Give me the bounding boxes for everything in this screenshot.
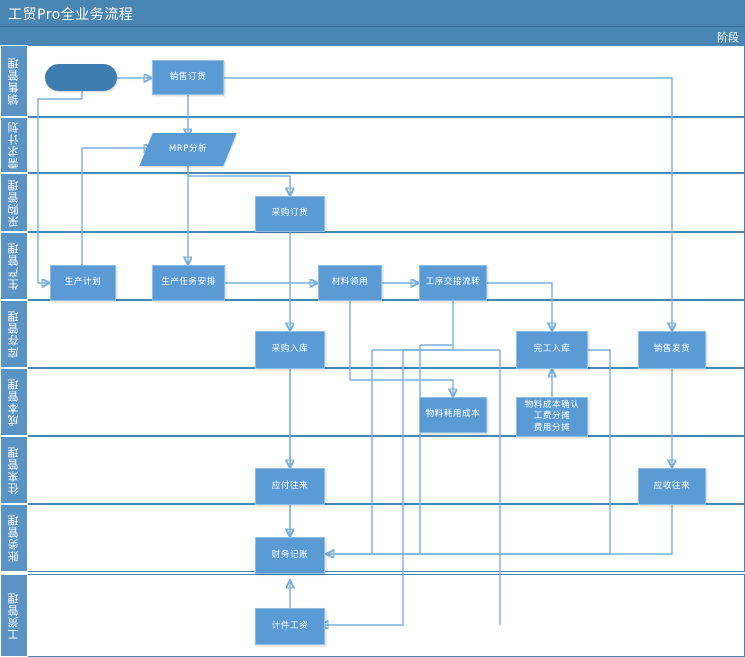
- node-material-consumption-cost[interactable]: 物料耗用成本: [419, 397, 487, 433]
- node-label: 工序交接流转: [425, 277, 481, 288]
- node-start[interactable]: [45, 64, 117, 91]
- phase-bar: 阶段: [0, 27, 745, 45]
- title-bar: 工贸Pro全业务流程: [0, 0, 745, 27]
- lane-inventory: 库存管理: [0, 300, 745, 368]
- node-label: 销售发货: [653, 344, 691, 355]
- lane-finance: 账务管理: [0, 504, 745, 572]
- lane-label: 销售管理: [7, 57, 20, 105]
- lane-label: 账务管理: [7, 514, 20, 562]
- node-accounts-payable[interactable]: 应付往来: [255, 468, 325, 505]
- lane-label: 工资管理: [7, 591, 20, 640]
- node-sales-shipment[interactable]: 销售发货: [638, 331, 706, 369]
- lane-header-cost[interactable]: 成本管理: [0, 368, 28, 436]
- lane-payroll: 工资管理: [0, 574, 745, 657]
- lane-body-purchase: [28, 173, 745, 232]
- lane-header-inventory[interactable]: 库存管理: [0, 300, 28, 368]
- node-label: MRP分析: [168, 143, 208, 154]
- lane-label: 生产管理: [7, 242, 20, 290]
- lane-body-sales: [28, 45, 745, 117]
- node-purchase-receipt[interactable]: 采购入库: [255, 331, 325, 369]
- node-cost-allocation[interactable]: 物料成本确认 工费分摊 费用分摊: [516, 397, 588, 437]
- node-sales-order[interactable]: 销售订货: [152, 60, 224, 95]
- lane-body-payroll: [28, 574, 745, 657]
- node-piece-rate-wage[interactable]: 计件工资: [255, 608, 325, 645]
- node-label: 应收往来: [653, 480, 691, 491]
- node-label: 采购入库: [271, 344, 309, 355]
- node-purchase-order[interactable]: 采购订货: [255, 196, 325, 232]
- lane-body-cost: [28, 368, 745, 436]
- lane-header-demand[interactable]: 需求计划: [0, 117, 28, 173]
- node-label: 销售订货: [169, 71, 207, 82]
- node-material-issue[interactable]: 材料领用: [318, 265, 382, 301]
- lane-label: 成本管理: [7, 378, 20, 426]
- node-accounts-receivable[interactable]: 应收往来: [638, 468, 706, 505]
- node-mrp-analysis[interactable]: MRP分析: [139, 133, 237, 166]
- node-label: 生产任务安排: [161, 277, 216, 288]
- node-label: 采购订货: [271, 208, 309, 219]
- lane-body-production: [28, 232, 745, 300]
- node-label: 物料耗用成本: [425, 409, 481, 420]
- lane-header-sales[interactable]: 销售管理: [0, 45, 28, 117]
- lane-header-purchase[interactable]: 采购管理: [0, 173, 28, 232]
- node-wip-transfer[interactable]: 工序交接流转: [419, 265, 487, 301]
- lane-demand: 需求计划: [0, 117, 745, 173]
- lane-body-demand: [28, 117, 745, 173]
- lane-label: 需求计划: [7, 121, 20, 169]
- node-label: 计件工资: [271, 620, 309, 631]
- lane-header-production[interactable]: 生产管理: [0, 232, 28, 300]
- node-bookkeeping[interactable]: 财务记账: [255, 537, 325, 574]
- lane-label: 往来管理: [7, 446, 20, 494]
- node-label: 财务记账: [271, 549, 309, 560]
- node-production-task[interactable]: 生产任务安排: [152, 265, 225, 301]
- lane-cost: 成本管理: [0, 368, 745, 436]
- node-label: 材料领用: [331, 277, 369, 288]
- phase-label: 阶段: [717, 31, 739, 44]
- node-label: 物料成本确认 工费分摊 费用分摊: [524, 399, 580, 433]
- lane-header-payroll[interactable]: 工资管理: [0, 574, 28, 657]
- lane-header-arap[interactable]: 往来管理: [0, 436, 28, 504]
- lane-body-finance: [28, 504, 745, 572]
- node-label: 生产计划: [64, 277, 102, 288]
- lane-arap: 往来管理: [0, 436, 745, 504]
- node-production-plan[interactable]: 生产计划: [50, 265, 116, 301]
- node-label: 应付往来: [271, 480, 309, 491]
- lane-label: 库存管理: [7, 310, 20, 358]
- lane-purchase: 采购管理: [0, 173, 745, 232]
- page-title: 工贸Pro全业务流程: [8, 7, 134, 23]
- lane-label: 采购管理: [7, 178, 20, 227]
- lane-header-finance[interactable]: 账务管理: [0, 504, 28, 572]
- node-finished-goods-receipt[interactable]: 完工入库: [516, 331, 588, 369]
- node-label: 完工入库: [533, 344, 571, 355]
- swimlane-container: 销售管理 需求计划 采购管理 生产管理 库存管理 成本管理 往来管理: [0, 45, 745, 657]
